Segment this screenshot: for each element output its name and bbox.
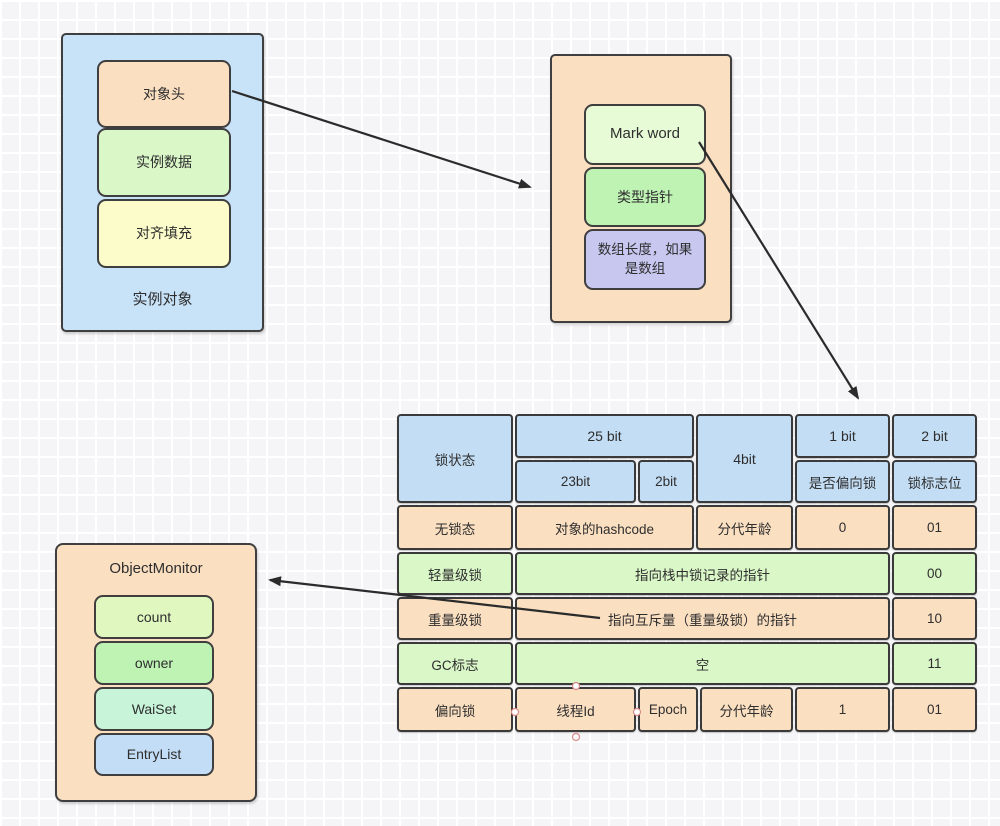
- biased-epoch-label: Epoch: [648, 702, 688, 717]
- object-header-detail-box[interactable]: Mark word 类型指针 数组长度，如果是数组: [550, 54, 732, 323]
- padding-box[interactable]: 对齐填充: [97, 199, 231, 268]
- biased-state-cell[interactable]: 偏向锁: [397, 687, 513, 732]
- header-2bit-sub-label: 2bit: [655, 474, 677, 489]
- no-lock-bias-label: 0: [838, 520, 847, 535]
- biased-thread-id-label: 线程Id: [556, 703, 595, 719]
- gc-state-label: GC标志: [431, 657, 479, 673]
- no-lock-state-cell[interactable]: 无锁态: [397, 505, 513, 550]
- count-label: count: [136, 608, 172, 625]
- lightweight-flag-label: 00: [926, 566, 943, 581]
- header-lock-flag-cell[interactable]: 锁标志位: [892, 460, 977, 503]
- heavyweight-content-label: 指向互斥量（重量级锁）的指针: [608, 612, 797, 628]
- heavyweight-state-cell[interactable]: 重量级锁: [397, 597, 513, 640]
- lightweight-state-cell[interactable]: 轻量级锁: [397, 552, 513, 595]
- lightweight-flag-cell[interactable]: 00: [892, 552, 977, 595]
- no-lock-flag-label: 01: [926, 520, 943, 535]
- biased-age-label: 分代年龄: [719, 703, 774, 719]
- gc-flag-cell[interactable]: 11: [892, 642, 977, 685]
- array-length-box[interactable]: 数组长度，如果是数组: [584, 229, 706, 290]
- instance-data-box[interactable]: 实例数据: [97, 128, 231, 197]
- object-monitor-box[interactable]: ObjectMonitor count owner WaiSet EntryLi…: [55, 543, 257, 802]
- heavyweight-flag-label: 10: [926, 611, 943, 626]
- waiset-label: WaiSet: [131, 700, 177, 717]
- gc-flag-label: 11: [927, 656, 942, 671]
- mark-word-label: Mark word: [609, 125, 680, 143]
- header-lock-state-label: 锁状态: [434, 452, 476, 468]
- header-is-biased-cell[interactable]: 是否偏向锁: [795, 460, 890, 503]
- no-lock-bias-cell[interactable]: 0: [795, 505, 890, 550]
- gc-content-label: 空: [695, 657, 710, 673]
- biased-bias-cell[interactable]: 1: [795, 687, 890, 732]
- no-lock-age-label: 分代年龄: [717, 521, 772, 537]
- object-header-label: 对象头: [143, 85, 185, 102]
- mark-word-lock-table: 锁状态 25 bit 23bit 2bit 4bit 1 bit 是否偏向锁 2…: [397, 414, 977, 732]
- array-length-label: 数组长度，如果是数组: [597, 242, 693, 276]
- waiset-box[interactable]: WaiSet: [94, 687, 214, 731]
- arrow-object-header-to-mark-word[interactable]: [231, 89, 532, 189]
- lightweight-state-label: 轻量级锁: [428, 567, 482, 583]
- mark-word-box[interactable]: Mark word: [584, 104, 706, 165]
- no-lock-hashcode-label: 对象的hashcode: [554, 521, 655, 537]
- entrylist-label: EntryList: [126, 746, 182, 763]
- biased-thread-id-cell[interactable]: 线程Id: [515, 687, 636, 732]
- gc-content-cell[interactable]: 空: [515, 642, 890, 685]
- klass-pointer-box[interactable]: 类型指针: [584, 167, 706, 227]
- header-lock-state-cell[interactable]: 锁状态: [397, 414, 513, 503]
- klass-pointer-label: 类型指针: [617, 188, 673, 205]
- header-2bit-cell[interactable]: 2 bit: [892, 414, 977, 458]
- biased-age-cell[interactable]: 分代年龄: [700, 687, 793, 732]
- instance-data-label: 实例数据: [136, 154, 192, 171]
- padding-label: 对齐填充: [136, 225, 192, 242]
- heavyweight-content-cell[interactable]: 指向互斥量（重量级锁）的指针: [515, 597, 890, 640]
- heavyweight-flag-cell[interactable]: 10: [892, 597, 977, 640]
- owner-box[interactable]: owner: [94, 641, 214, 685]
- header-25bit-label: 25 bit: [587, 428, 622, 444]
- biased-flag-cell[interactable]: 01: [892, 687, 977, 732]
- header-23bit-label: 23bit: [560, 474, 591, 489]
- selection-handle-bottom[interactable]: [571, 732, 581, 742]
- object-monitor-title: ObjectMonitor: [109, 560, 203, 577]
- object-header-box[interactable]: 对象头: [97, 60, 231, 128]
- biased-epoch-cell[interactable]: Epoch: [638, 687, 698, 732]
- no-lock-flag-cell[interactable]: 01: [892, 505, 977, 550]
- header-1bit-label: 1 bit: [829, 428, 856, 444]
- biased-state-label: 偏向锁: [434, 703, 476, 719]
- header-lock-flag-label: 锁标志位: [907, 475, 962, 491]
- header-is-biased-label: 是否偏向锁: [808, 475, 877, 491]
- header-23bit-cell[interactable]: 23bit: [515, 460, 636, 503]
- owner-label: owner: [134, 654, 174, 671]
- instance-object-box[interactable]: 对象头 实例数据 对齐填充 实例对象: [61, 33, 264, 332]
- count-box[interactable]: count: [94, 595, 214, 639]
- header-2bit-label: 2 bit: [921, 428, 948, 444]
- header-2bit-sub-cell[interactable]: 2bit: [638, 460, 694, 503]
- header-1bit-cell[interactable]: 1 bit: [795, 414, 890, 458]
- heavyweight-state-label: 重量级锁: [428, 612, 482, 628]
- entrylist-box[interactable]: EntryList: [94, 733, 214, 776]
- gc-state-cell[interactable]: GC标志: [397, 642, 513, 685]
- header-25bit-cell[interactable]: 25 bit: [515, 414, 694, 458]
- no-lock-hashcode-cell[interactable]: 对象的hashcode: [515, 505, 694, 550]
- header-4bit-cell[interactable]: 4bit: [696, 414, 793, 503]
- biased-bias-label: 1: [838, 702, 847, 717]
- biased-flag-label: 01: [926, 702, 943, 717]
- no-lock-state-label: 无锁态: [434, 521, 476, 537]
- no-lock-age-cell[interactable]: 分代年龄: [696, 505, 793, 550]
- header-4bit-label: 4bit: [733, 450, 756, 467]
- lightweight-content-label: 指向栈中锁记录的指针: [635, 567, 770, 583]
- lightweight-content-cell[interactable]: 指向栈中锁记录的指针: [515, 552, 890, 595]
- instance-object-label: 实例对象: [132, 291, 193, 308]
